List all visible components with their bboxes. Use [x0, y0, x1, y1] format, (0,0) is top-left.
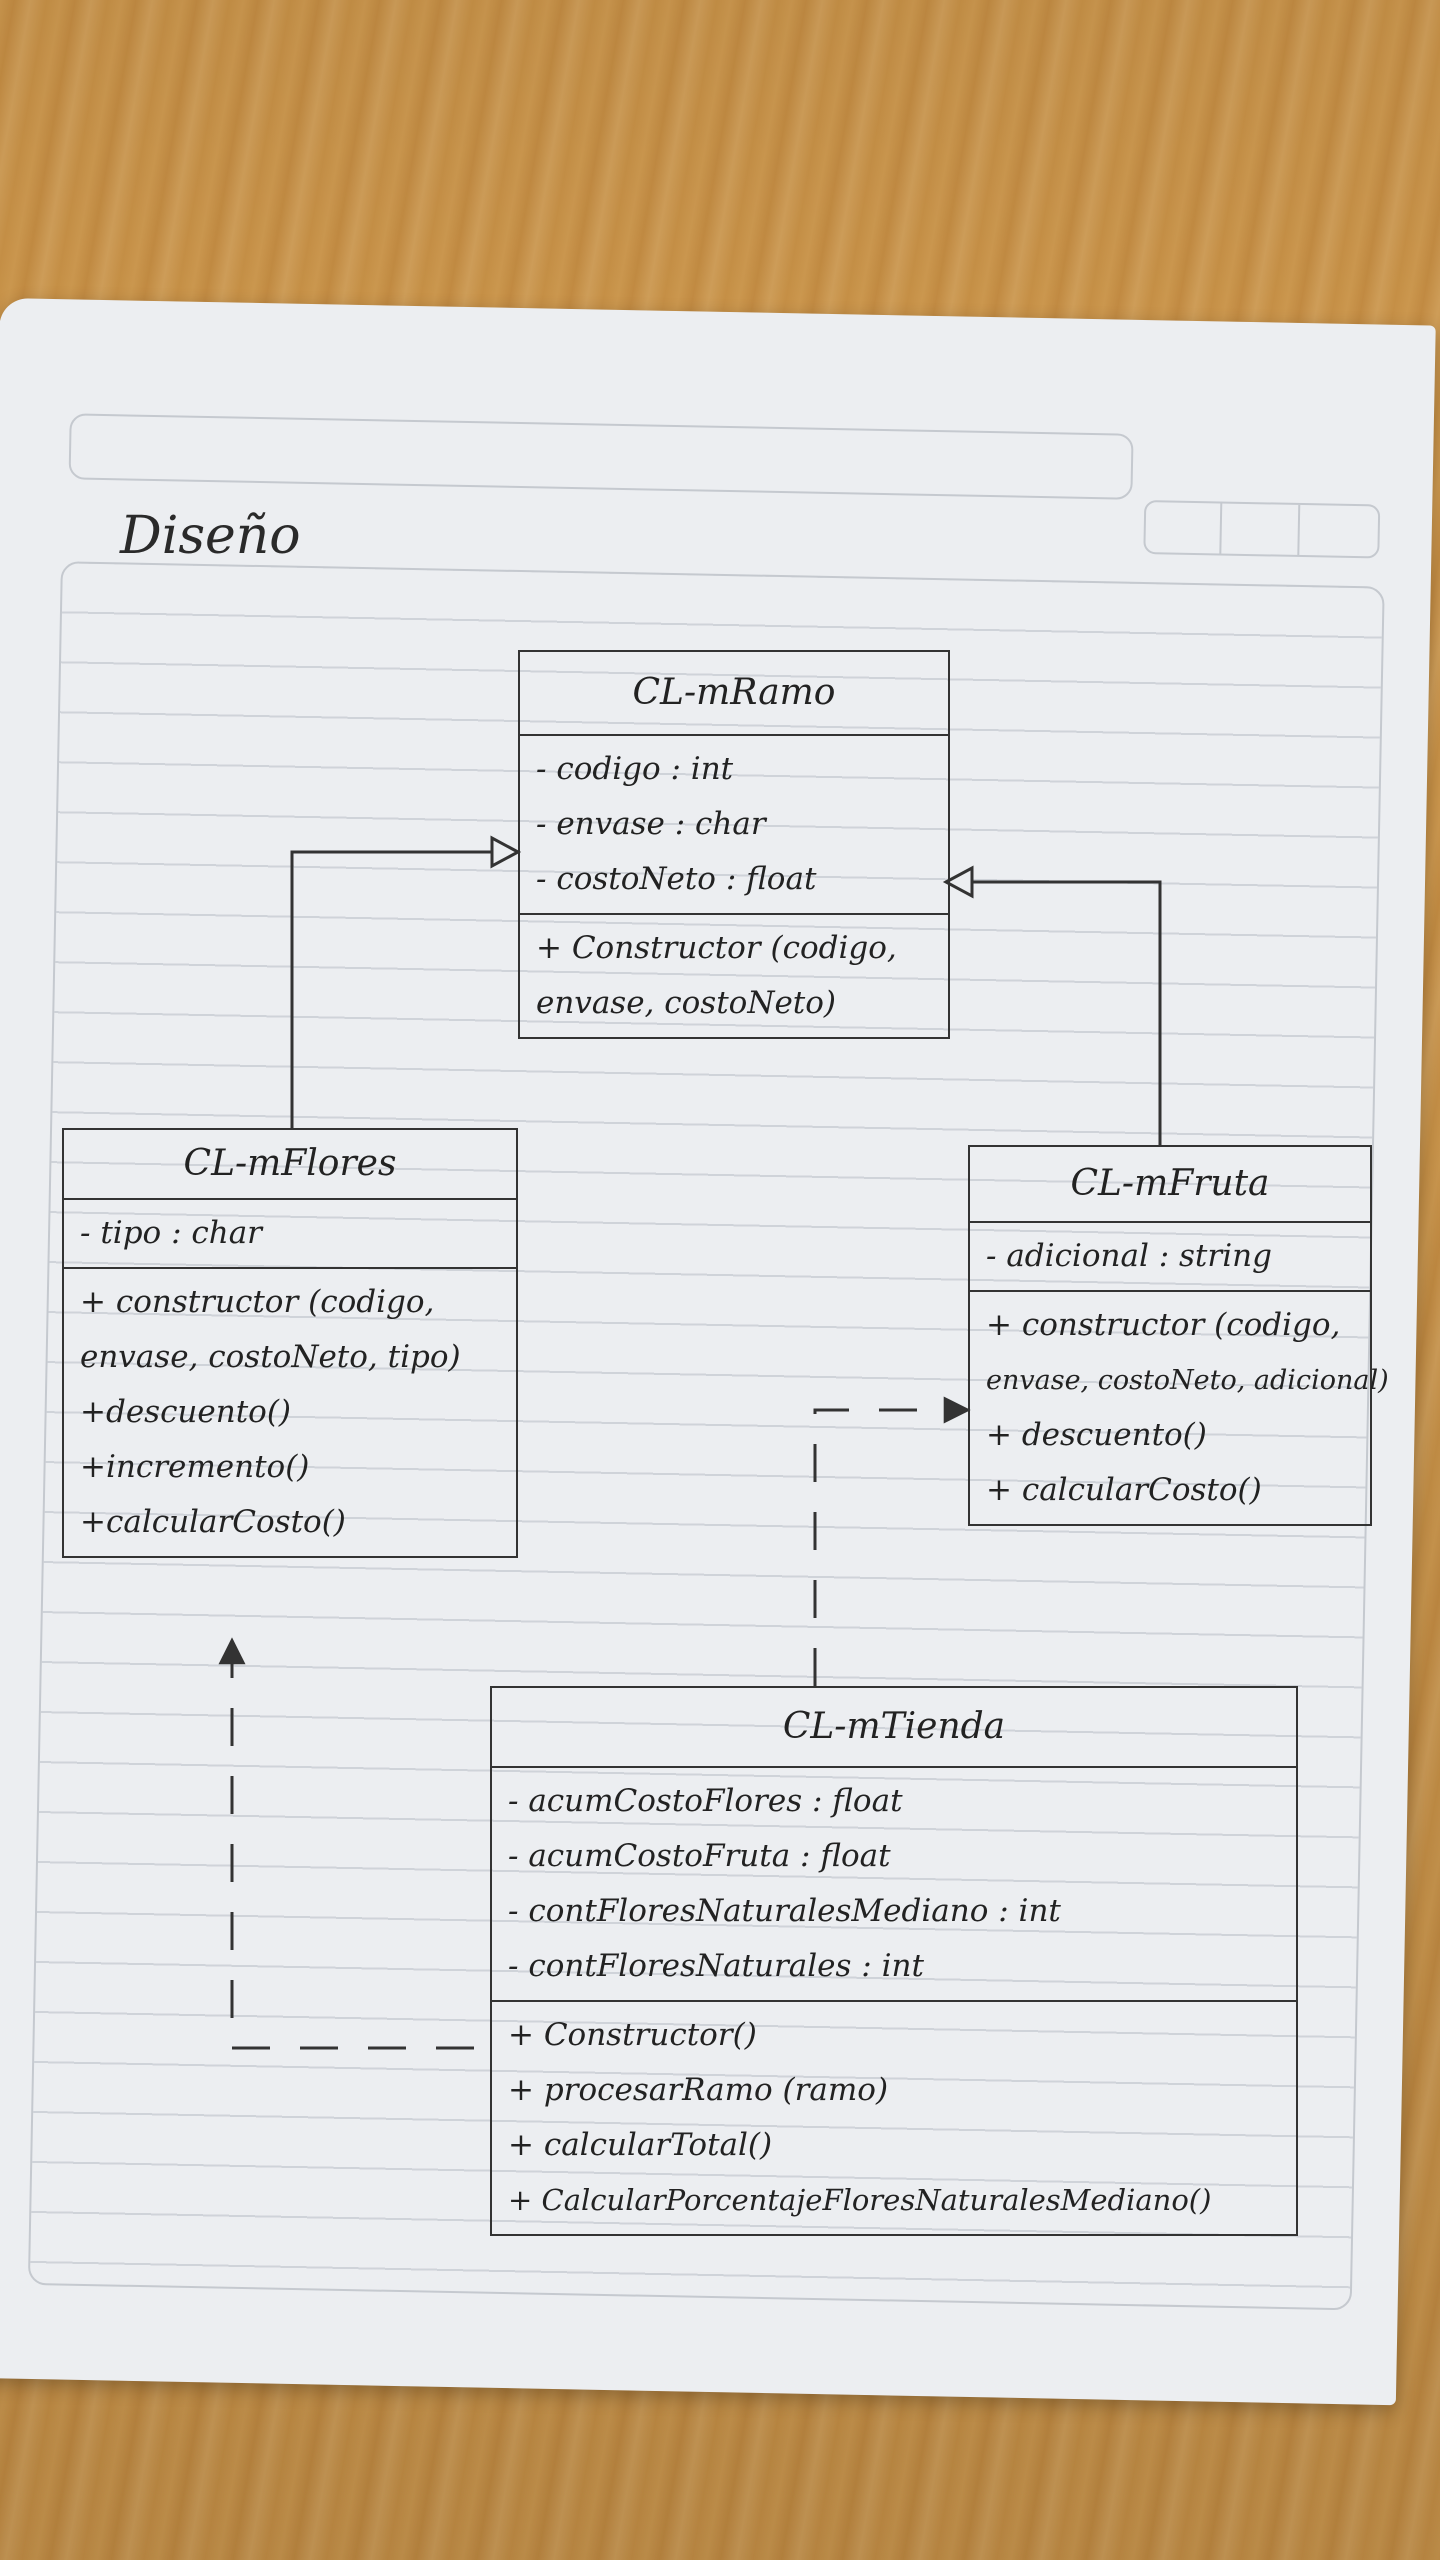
method: + constructor (codigo,	[986, 1307, 1341, 1343]
attribute: - acumCostoFruta : float	[508, 1838, 891, 1874]
attribute: - codigo : int	[536, 751, 734, 787]
attribute: - contFloresNaturalesMediano : int	[508, 1893, 1061, 1929]
class-ramo-name: CL-mRamo	[520, 652, 948, 736]
class-fruta: CL-mFruta - adicional : string + constru…	[968, 1145, 1389, 1526]
method: + calcularCosto()	[986, 1472, 1262, 1508]
attribute: - acumCostoFlores : float	[508, 1783, 903, 1819]
method: +calcularCosto()	[80, 1504, 346, 1540]
dependency-flores-line	[218, 1637, 474, 2050]
class-flores: CL-mFlores - tipo : char + constructor (…	[62, 1128, 518, 1558]
class-fruta-attributes: - adicional : string	[970, 1223, 1370, 1292]
class-ramo-attributes: - codigo : int - envase : char - costoNe…	[520, 736, 948, 915]
attribute: - costoNeto : float	[536, 861, 817, 897]
method: envase, costoNeto)	[536, 985, 837, 1021]
method: envase, costoNeto, tipo)	[80, 1339, 461, 1375]
class-fruta-methods: + constructor (codigo, envase, costoNeto…	[970, 1292, 1389, 1524]
attribute: - adicional : string	[986, 1238, 1272, 1274]
method: envase, costoNeto, adicional)	[986, 1365, 1389, 1396]
method: + descuento()	[986, 1417, 1207, 1453]
inheritance-flores-triangle	[490, 835, 522, 869]
method: + procesarRamo (ramo)	[508, 2072, 889, 2108]
method: + CalcularPorcentajeFloresNaturalesMedia…	[508, 2183, 1212, 2217]
class-flores-attributes: - tipo : char	[64, 1200, 516, 1269]
inheritance-fruta-line	[972, 880, 1162, 1145]
attribute: - contFloresNaturales : int	[508, 1948, 924, 1984]
inheritance-fruta-triangle	[942, 865, 974, 899]
method: + Constructor (codigo,	[536, 930, 897, 966]
method: + calcularTotal()	[508, 2127, 773, 2163]
dependency-fruta-line	[813, 1396, 971, 1686]
method: +descuento()	[80, 1394, 292, 1430]
attribute: - envase : char	[536, 806, 766, 842]
class-ramo-methods: + Constructor (codigo, envase, costoNeto…	[520, 915, 948, 1037]
page-title: Diseño	[120, 506, 301, 566]
class-tienda: CL-mTienda - acumCostoFlores : float - a…	[490, 1686, 1298, 2236]
attribute: - tipo : char	[80, 1215, 262, 1251]
class-flores-name: CL-mFlores	[64, 1130, 516, 1200]
method: + constructor (codigo,	[80, 1284, 435, 1320]
method: + Constructor()	[508, 2017, 757, 2053]
class-ramo: CL-mRamo - codigo : int - envase : char …	[518, 650, 950, 1039]
class-flores-methods: + constructor (codigo, envase, costoNeto…	[64, 1269, 516, 1556]
inheritance-flores-line	[290, 850, 492, 1128]
class-tienda-attributes: - acumCostoFlores : float - acumCostoFru…	[492, 1768, 1296, 2002]
method: +incremento()	[80, 1449, 310, 1485]
class-tienda-methods: + Constructor() + procesarRamo (ramo) + …	[492, 2002, 1296, 2234]
class-fruta-name: CL-mFruta	[970, 1147, 1370, 1223]
class-tienda-name: CL-mTienda	[492, 1688, 1296, 1768]
